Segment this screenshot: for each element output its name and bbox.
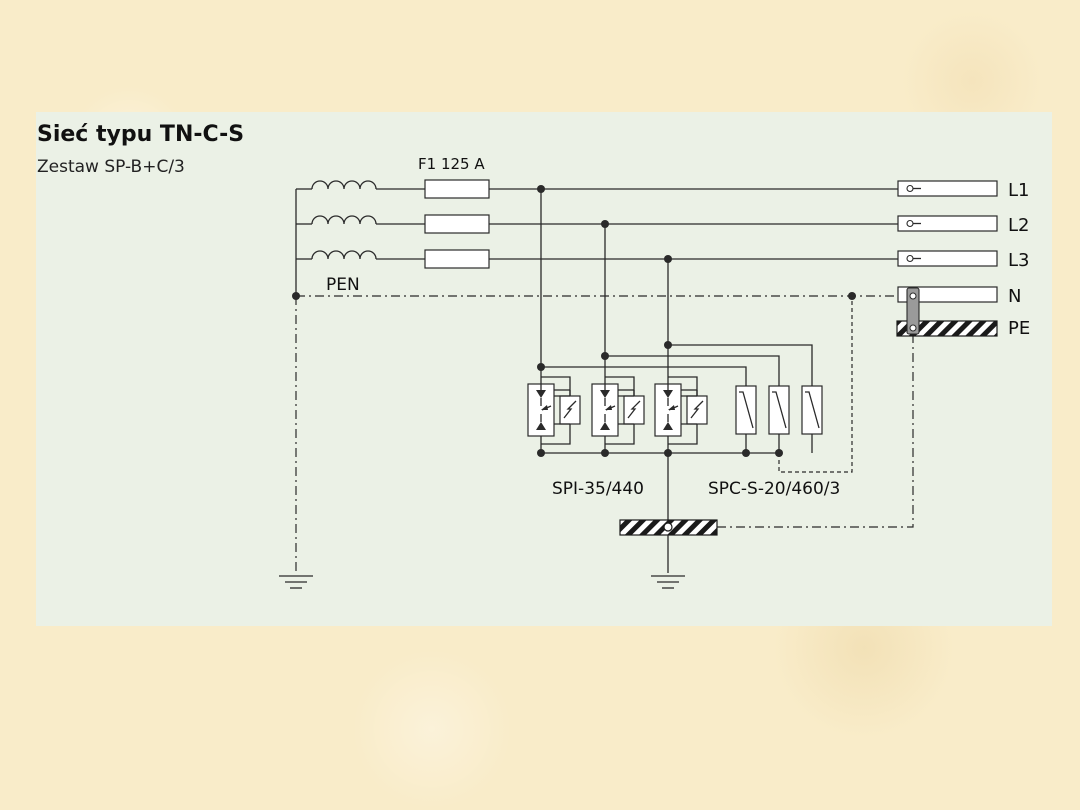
terminal-label-pe: PE <box>1008 318 1030 339</box>
terminal-l2 <box>897 215 998 232</box>
junction-dots <box>292 185 856 457</box>
terminal-l1 <box>897 180 998 197</box>
varistor-l3 <box>801 385 823 453</box>
n-pe-bridge <box>906 287 920 335</box>
varistor-l2 <box>768 385 790 453</box>
spd-class2-label: SPC-S-20/460/3 <box>708 479 840 499</box>
terminal-n <box>897 286 998 303</box>
spd-i-l3 <box>654 345 708 453</box>
terminal-label-l1: L1 <box>1008 180 1029 201</box>
inductor-l3 <box>296 250 377 260</box>
varistor-pen-return <box>778 296 853 473</box>
terminal-pe <box>896 320 998 337</box>
varistor-l1 <box>735 385 757 453</box>
fuse-l2 <box>424 214 490 234</box>
page-subtitle: Zestaw SP-B+C/3 <box>37 157 185 177</box>
fuse-l3 <box>424 249 490 269</box>
terminal-label-n: N <box>1008 286 1021 307</box>
fuse-label: F1 125 A <box>418 155 485 173</box>
terminal-label-l2: L2 <box>1008 215 1029 236</box>
spd-ground-icon <box>651 575 685 589</box>
terminal-l3 <box>897 250 998 267</box>
terminal-label-l3: L3 <box>1008 250 1029 271</box>
source-ground-icon <box>279 575 313 589</box>
spd-i-l1 <box>527 367 581 453</box>
spd-class1-label: SPI-35/440 <box>552 479 644 499</box>
pe-link <box>717 336 914 528</box>
inductor-l2 <box>296 215 377 225</box>
page-title: Sieć typu TN-C-S <box>37 122 244 147</box>
spd-i-l2 <box>591 356 645 453</box>
inductor-l1 <box>296 180 377 190</box>
fuse-l1 <box>424 179 490 199</box>
pen-label: PEN <box>326 275 360 295</box>
